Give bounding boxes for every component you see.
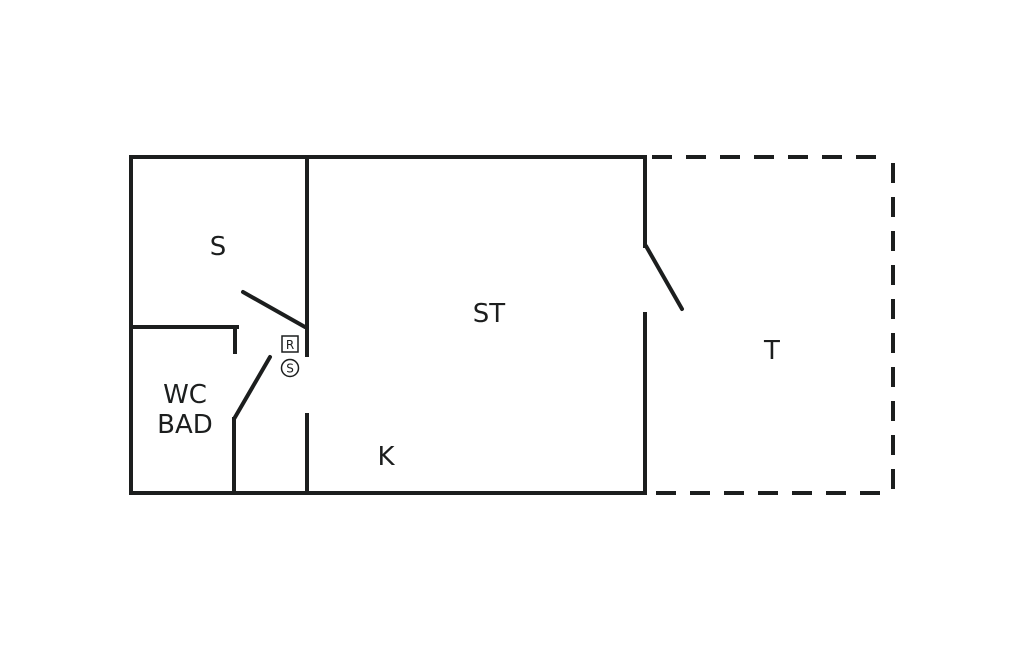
doors — [232, 244, 684, 421]
door-bathroom — [232, 355, 272, 421]
s-symbol-label: S — [286, 362, 294, 376]
room-label-bathroom-bad: BAD — [157, 410, 213, 440]
door-bedroom — [241, 290, 307, 329]
terrace-outline — [652, 155, 895, 495]
room-label-kitchen: K — [377, 442, 395, 472]
door-terrace — [644, 244, 684, 311]
room-label-bathroom-wc: WC — [163, 380, 207, 410]
outer-walls — [129, 155, 647, 495]
interior-walls — [129, 155, 309, 495]
room-label-living: ST — [473, 299, 506, 329]
room-labels: S ST K WC BAD T — [157, 232, 780, 472]
room-label-bedroom: S — [210, 232, 227, 262]
r-symbol-box — [281, 335, 299, 353]
r-symbol-label: R — [286, 338, 294, 352]
room-label-terrace: T — [763, 336, 780, 366]
utility-symbols: R S — [280, 335, 300, 378]
s-symbol-circle — [280, 358, 300, 378]
